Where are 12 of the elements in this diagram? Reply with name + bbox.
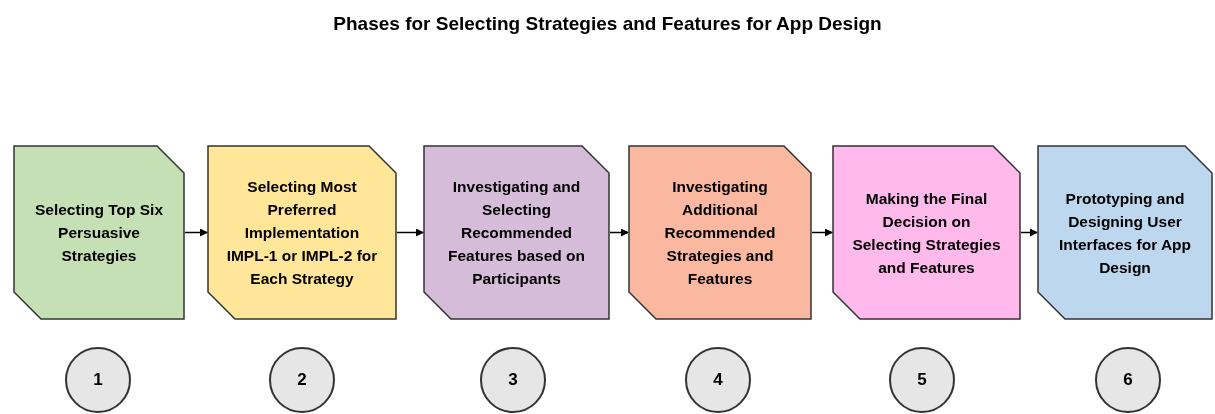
arrow [396, 228, 424, 237]
process-box: Investigating and Selecting Recommended Features based on Participants [423, 145, 610, 320]
process-box: Selecting Most Preferred Implementation IMPL-1 or IMPL-2 for Each Strategy [207, 145, 397, 320]
diagram-title: Phases for Selecting Strategies and Features for App Design [333, 12, 882, 36]
arrow [609, 228, 629, 237]
arrow [1020, 228, 1038, 237]
process-box: Making the Final Decision on Selecting Strategies and Features [832, 145, 1021, 320]
process-box: Selecting Top Six Persuasive Strategies [13, 145, 185, 320]
arrow [811, 228, 833, 237]
process-box: Prototyping and Designing User Interfaces for App Design [1037, 145, 1213, 320]
process-box: Investigating Additional Recommended Strategies and Features [628, 145, 812, 320]
arrow [184, 228, 208, 237]
